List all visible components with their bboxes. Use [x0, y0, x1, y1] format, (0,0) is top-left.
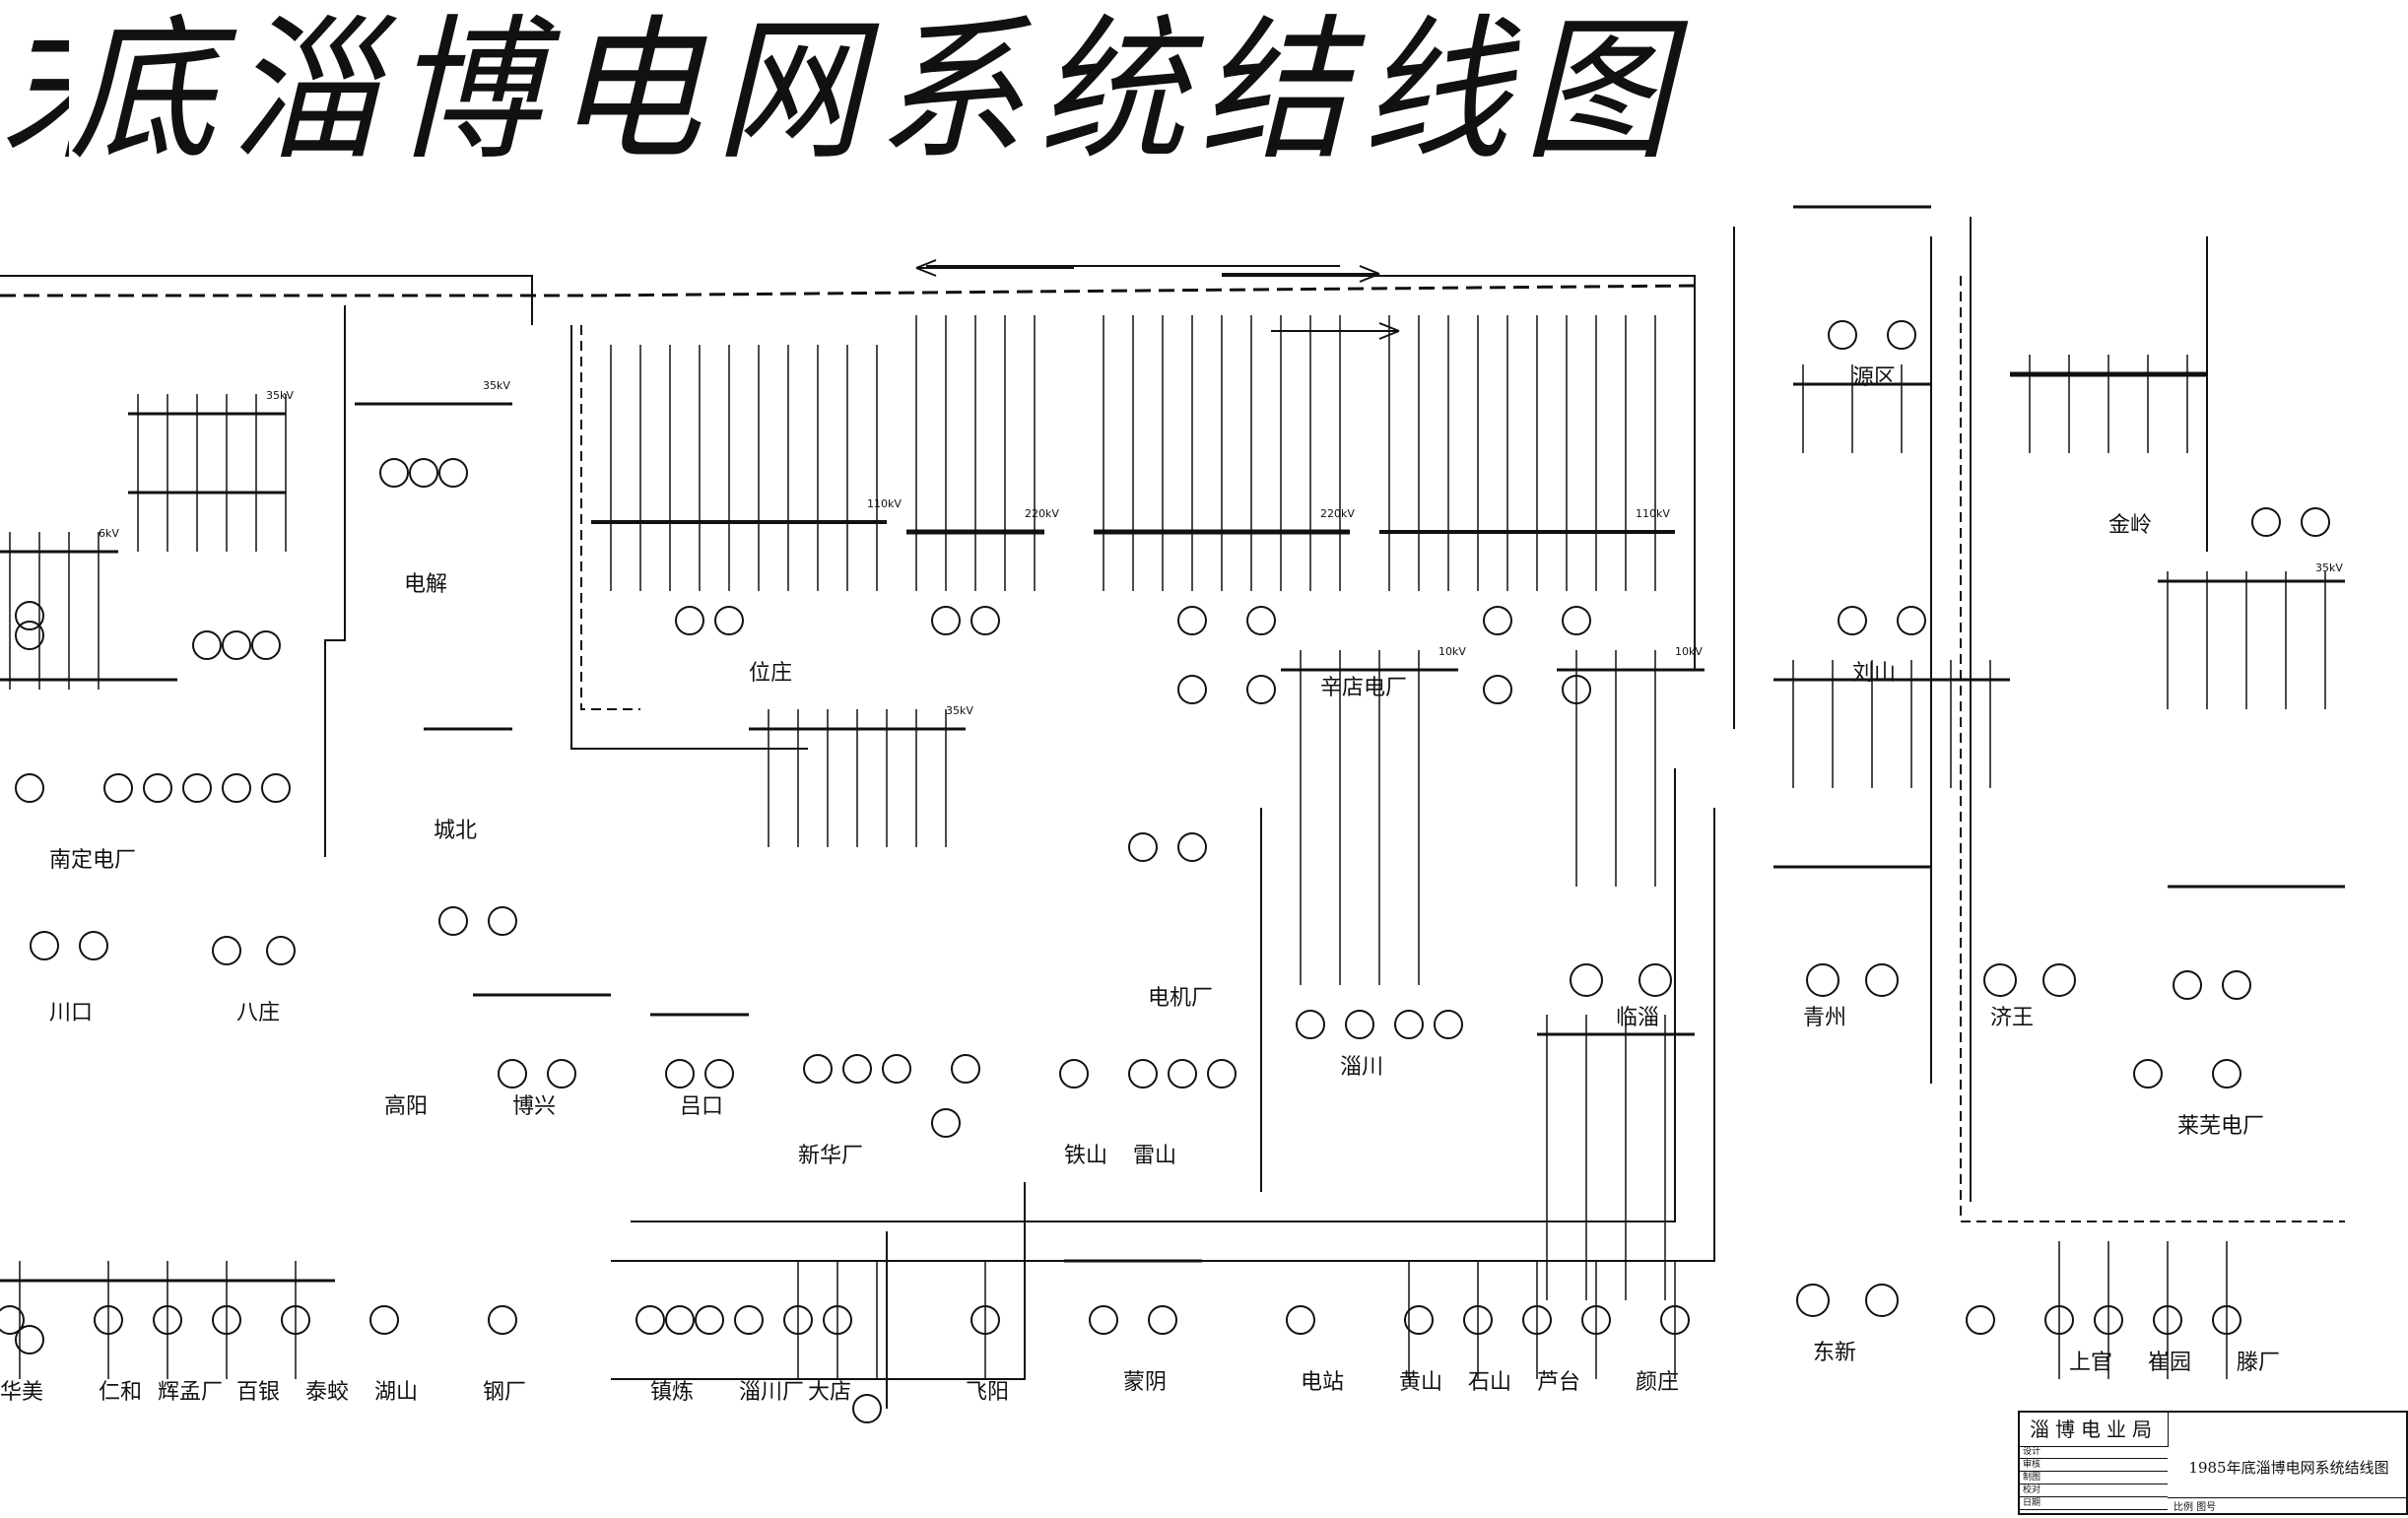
label-zichuan: 淄川 — [1340, 1055, 1383, 1080]
label-dianzhang: 电站 — [1301, 1370, 1344, 1395]
trunk-line-10 — [611, 808, 1715, 1262]
label-dianjie: 电解 — [404, 572, 447, 597]
voltage-220-a: 220kV — [1025, 507, 1059, 520]
label-gangchang: 钢厂 — [483, 1380, 526, 1405]
label-yuanqu: 源区 — [1852, 365, 1896, 390]
label-taijiao: 泰蛟 — [305, 1380, 349, 1405]
arrow-right-1 — [1222, 265, 1380, 283]
label-baiyin: 百银 — [236, 1380, 280, 1405]
label-xingu: 新华厂 — [798, 1144, 863, 1168]
title-block-row: 审核 — [2020, 1459, 2168, 1472]
arrow-left — [915, 259, 1074, 277]
title-block-foot: 比例 图号 — [2168, 1497, 2408, 1518]
arrow-right-2 — [1271, 322, 1400, 340]
label-bashuang: 八庄 — [236, 1001, 280, 1025]
label-dianjichang: 电机厂 — [1148, 986, 1213, 1011]
dashed-line-right — [1960, 276, 2345, 1222]
title-block-row: 设计 — [2020, 1446, 2168, 1459]
label-cuiyuan: 崔园 — [2148, 1351, 2191, 1375]
title-cut-char: 末 — [0, 4, 69, 180]
label-zichuanchang: 淄川厂 — [739, 1380, 804, 1405]
label-hushan: 湖山 — [374, 1380, 418, 1405]
trunk-line-12 — [611, 1182, 1026, 1380]
label-jinling: 金岭 — [2108, 513, 2152, 538]
title-block-grid: 设计 审核 制图 校对 日期 — [2020, 1446, 2168, 1517]
label-jiwang: 济王 — [1990, 1006, 2034, 1030]
label-nanding: 南定电厂 — [49, 848, 136, 873]
label-chengbei: 城北 — [434, 819, 477, 843]
label-boxing: 博兴 — [512, 1094, 556, 1119]
label-liushan: 刘山 — [1852, 661, 1896, 686]
feeder-group-misc — [19, 355, 2326, 1379]
voltage-110-a: 110kV — [1636, 507, 1670, 520]
label-chuankou: 川口 — [49, 1001, 93, 1025]
label-linzi: 临淄 — [1616, 1006, 1659, 1030]
voltage-110-b: 110kV — [867, 497, 902, 510]
voltage-35-d: 35kV — [2315, 561, 2343, 574]
label-shishan: 石山 — [1468, 1370, 1511, 1395]
trunk-line-7 — [324, 305, 346, 857]
title-block-row: 校对 — [2020, 1485, 2168, 1497]
voltage-10-b: 10kV — [1675, 645, 1703, 658]
label-lvkou: 吕口 — [680, 1094, 723, 1119]
label-qingzhou: 青州 — [1803, 1006, 1846, 1030]
feeder-group-weizhuang — [610, 345, 878, 591]
trunk-line-8 — [570, 325, 808, 750]
trunk-line-1 — [0, 275, 533, 325]
title-text: 底淄博电网系统结线图 — [69, 1, 1686, 182]
feeder-group-nanding — [9, 394, 287, 690]
title-block-row: 制图 — [2020, 1472, 2168, 1485]
feeder-group-xindian — [915, 315, 1656, 591]
generator-symbols — [15, 675, 2241, 1423]
transformer-symbols — [0, 320, 2330, 1354]
label-huamei: 华美 — [0, 1380, 43, 1405]
label-weizhuang: 位庄 — [749, 661, 792, 686]
label-tengchang: 滕厂 — [2237, 1351, 2280, 1375]
label-sanxia: 莱芜电厂 — [2177, 1114, 2264, 1139]
voltage-35-c: 35kV — [946, 704, 973, 717]
trunk-line-9 — [631, 768, 1676, 1222]
label-shangguan: 上官 — [2069, 1351, 2112, 1375]
label-tieshan: 铁山 — [1064, 1144, 1107, 1168]
voltage-10-a: 10kV — [1438, 645, 1466, 658]
voltage-labels: 220kV 220kV 110kV 110kV 35kV 35kV 35kV 3… — [99, 379, 2343, 717]
label-lutai: 芦台 — [1537, 1370, 1580, 1395]
trunk-line-3 — [1222, 275, 1696, 670]
label-mengyin: 蒙阴 — [1123, 1370, 1167, 1395]
title-block-drawing-name: 1985年底淄博电网系统结线图 — [2188, 1459, 2389, 1477]
label-yanzhuang: 颜庄 — [1636, 1370, 1679, 1395]
label-dongxin: 东新 — [1813, 1341, 1856, 1365]
voltage-6-a: 6kV — [99, 527, 119, 540]
diagram-title: 末底淄博电网系统结线图 — [0, 4, 1685, 180]
voltage-35-a: 35kV — [266, 389, 294, 402]
drawing-title-block: 淄博电业局 设计 审核 制图 校对 日期 1985年底淄博电网系统结线图 比例 … — [2018, 1411, 2408, 1515]
title-block-org: 淄博电业局 — [2020, 1413, 2169, 1447]
voltage-220-b: 220kV — [1320, 507, 1355, 520]
label-huimeng: 辉孟厂 — [158, 1380, 223, 1405]
label-huangshan: 黄山 — [1399, 1370, 1442, 1395]
label-rensuo: 仁和 — [99, 1380, 142, 1405]
label-leishan: 雷山 — [1133, 1144, 1176, 1168]
bus-line-top-2 — [590, 284, 1696, 297]
title-block-row: 日期 — [2020, 1497, 2168, 1510]
station-labels: 南定电厂 电解 位庄 辛店电厂 城北 川口 八庄 高阳 博兴 吕口 新华厂 铁山… — [0, 365, 2280, 1405]
dashed-line-mid — [580, 325, 640, 710]
voltage-35-b: 35kV — [483, 379, 510, 392]
label-feiyang: 飞阳 — [966, 1380, 1009, 1405]
label-xindian: 辛店电厂 — [1320, 676, 1407, 700]
label-zhenlian: 镇炼 — [650, 1380, 694, 1405]
label-dadian: 大店 — [808, 1380, 851, 1405]
label-gaoyang: 高阳 — [384, 1094, 428, 1119]
